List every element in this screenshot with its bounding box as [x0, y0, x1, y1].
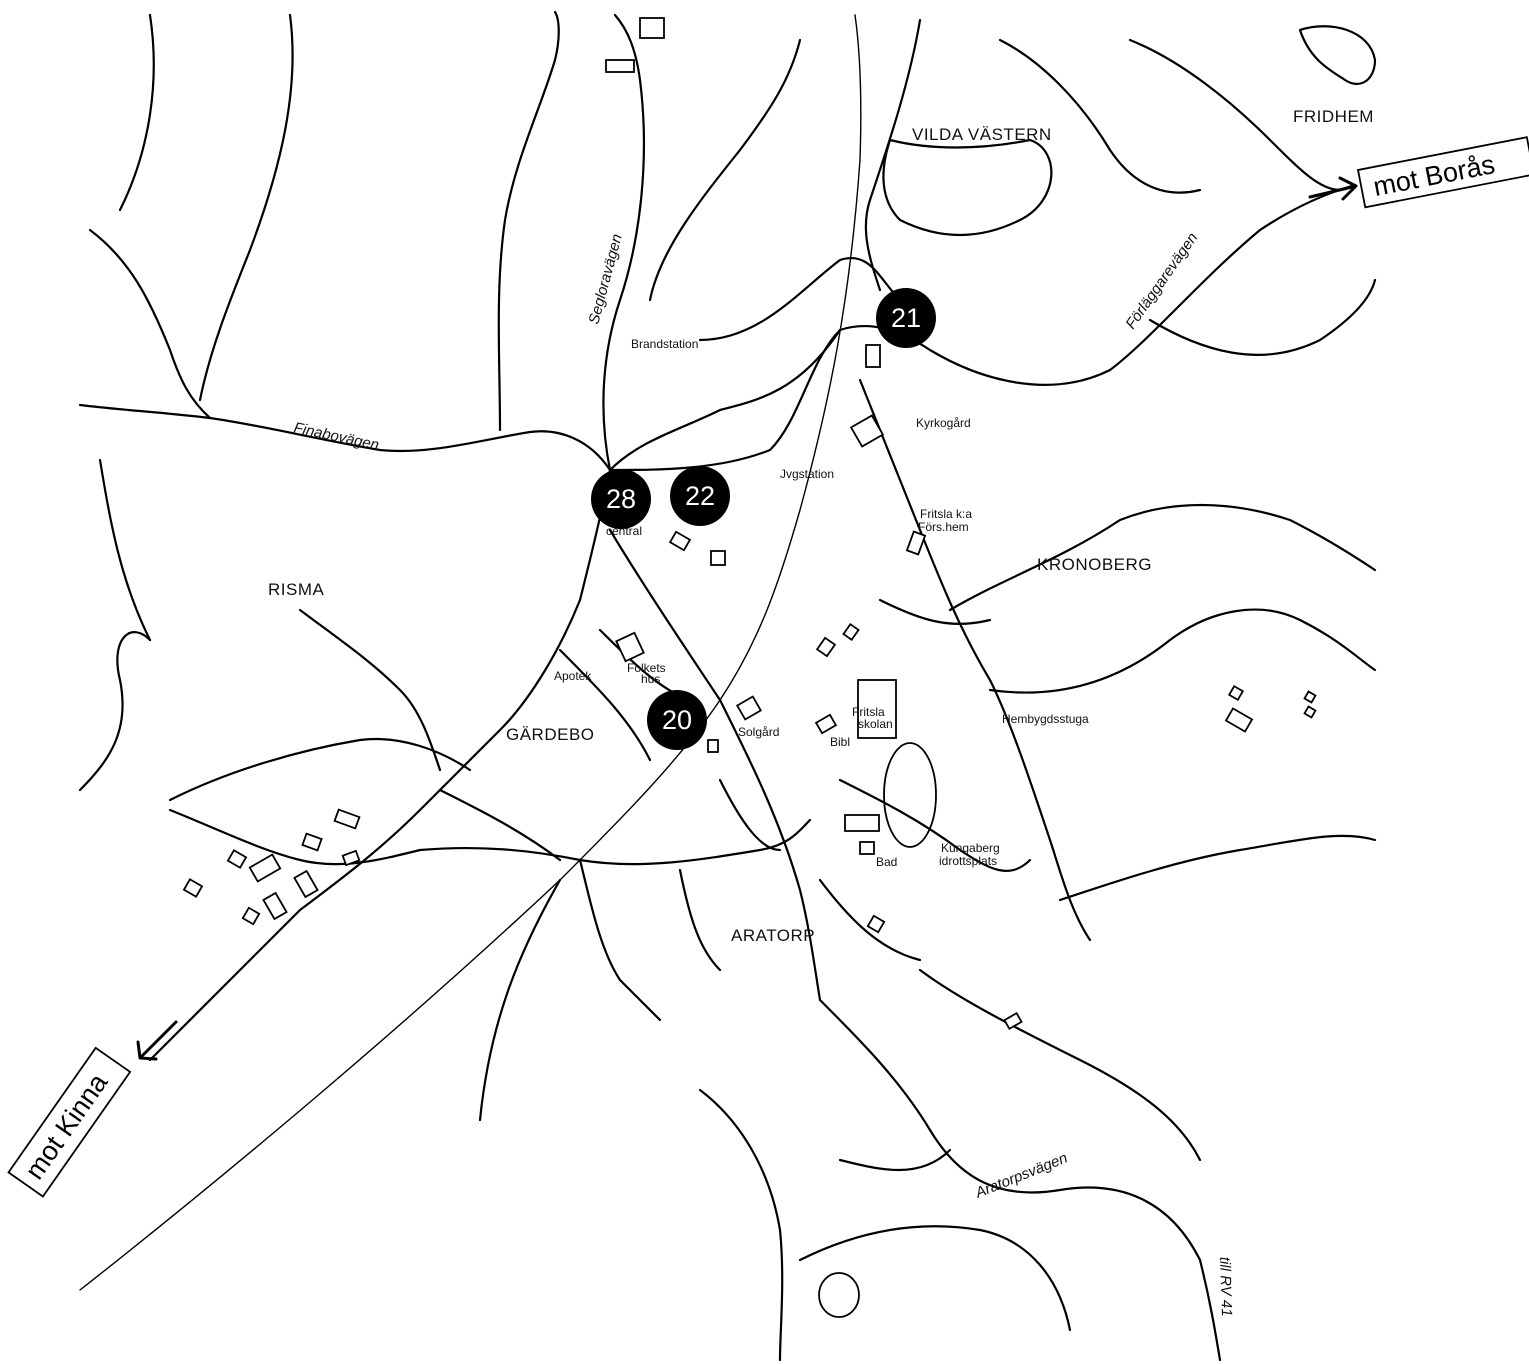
place-label-fritsla-kyrka: Fritsla k:a [920, 507, 972, 521]
direction-label-kinna: mot Kinna [19, 1067, 114, 1185]
road-label-finabovagen: Finabovägen [292, 419, 380, 454]
marker-20[interactable]: 20 [647, 690, 707, 750]
buildings [182, 17, 1377, 1318]
area-label-risma: RISMA [268, 580, 325, 599]
marker-21-label: 21 [891, 303, 921, 333]
place-label-forshem: Förs.hem [918, 520, 969, 534]
road-label-segloravagen: Segloravägen [585, 232, 625, 326]
area-labels: VILDA VÄSTERN FRIDHEM KRONOBERG RISMA GÄ… [268, 107, 1374, 945]
road-label-till-rv41: till RV 41 [1216, 1257, 1235, 1317]
road-labels: Segloravägen Finabovägen Förläggarevägen… [292, 230, 1235, 1317]
road-label-aratorpsvagen: Aratorpsvägen [972, 1149, 1070, 1202]
place-label-solgard: Solgård [738, 725, 779, 739]
direction-sign-boras: mot Borås [1308, 136, 1529, 209]
marker-20-label: 20 [662, 705, 692, 735]
area-label-vilda-vastern: VILDA VÄSTERN [912, 125, 1052, 144]
marker-28[interactable]: 28 [591, 469, 651, 529]
area-label-aratorp: ARATORP [731, 926, 815, 945]
place-label-fritsla: Fritsla [852, 705, 885, 719]
place-label-folkets: Folkets [627, 661, 666, 675]
area-label-fridhem: FRIDHEM [1293, 107, 1374, 126]
place-label-idrottsplats: idrottsplats [939, 854, 997, 868]
place-labels: Brandstation Kyrkogård Jvgstation Fritsl… [554, 337, 1089, 869]
place-label-bad: Bad [876, 855, 897, 869]
marker-22[interactable]: 22 [670, 466, 730, 526]
marker-22-label: 22 [685, 481, 715, 511]
place-label-hembygdsstuga: Hembygdsstuga [1002, 712, 1089, 726]
place-label-apotek: Apotek [554, 669, 592, 683]
place-label-hus: hus [641, 672, 660, 686]
place-label-skolan: skolan [858, 717, 893, 731]
place-label-bibl: Bibl [830, 735, 850, 749]
area-label-gardebo: GÄRDEBO [506, 725, 595, 744]
place-label-jvgstation: Jvgstation [780, 467, 834, 481]
place-label-kungaberg: Kungaberg [941, 841, 1000, 855]
area-label-kronoberg: KRONOBERG [1037, 555, 1152, 574]
place-label-kyrkogard: Kyrkogård [916, 416, 971, 430]
place-label-brandstation: Brandstation [631, 337, 698, 351]
road-network [78, 10, 1377, 1362]
marker-28-label: 28 [606, 484, 636, 514]
marker-21[interactable]: 21 [876, 288, 936, 348]
road-label-forlaggarevagen: Förläggarevägen [1122, 230, 1201, 333]
direction-sign-kinna: mot Kinna [7, 1020, 178, 1198]
